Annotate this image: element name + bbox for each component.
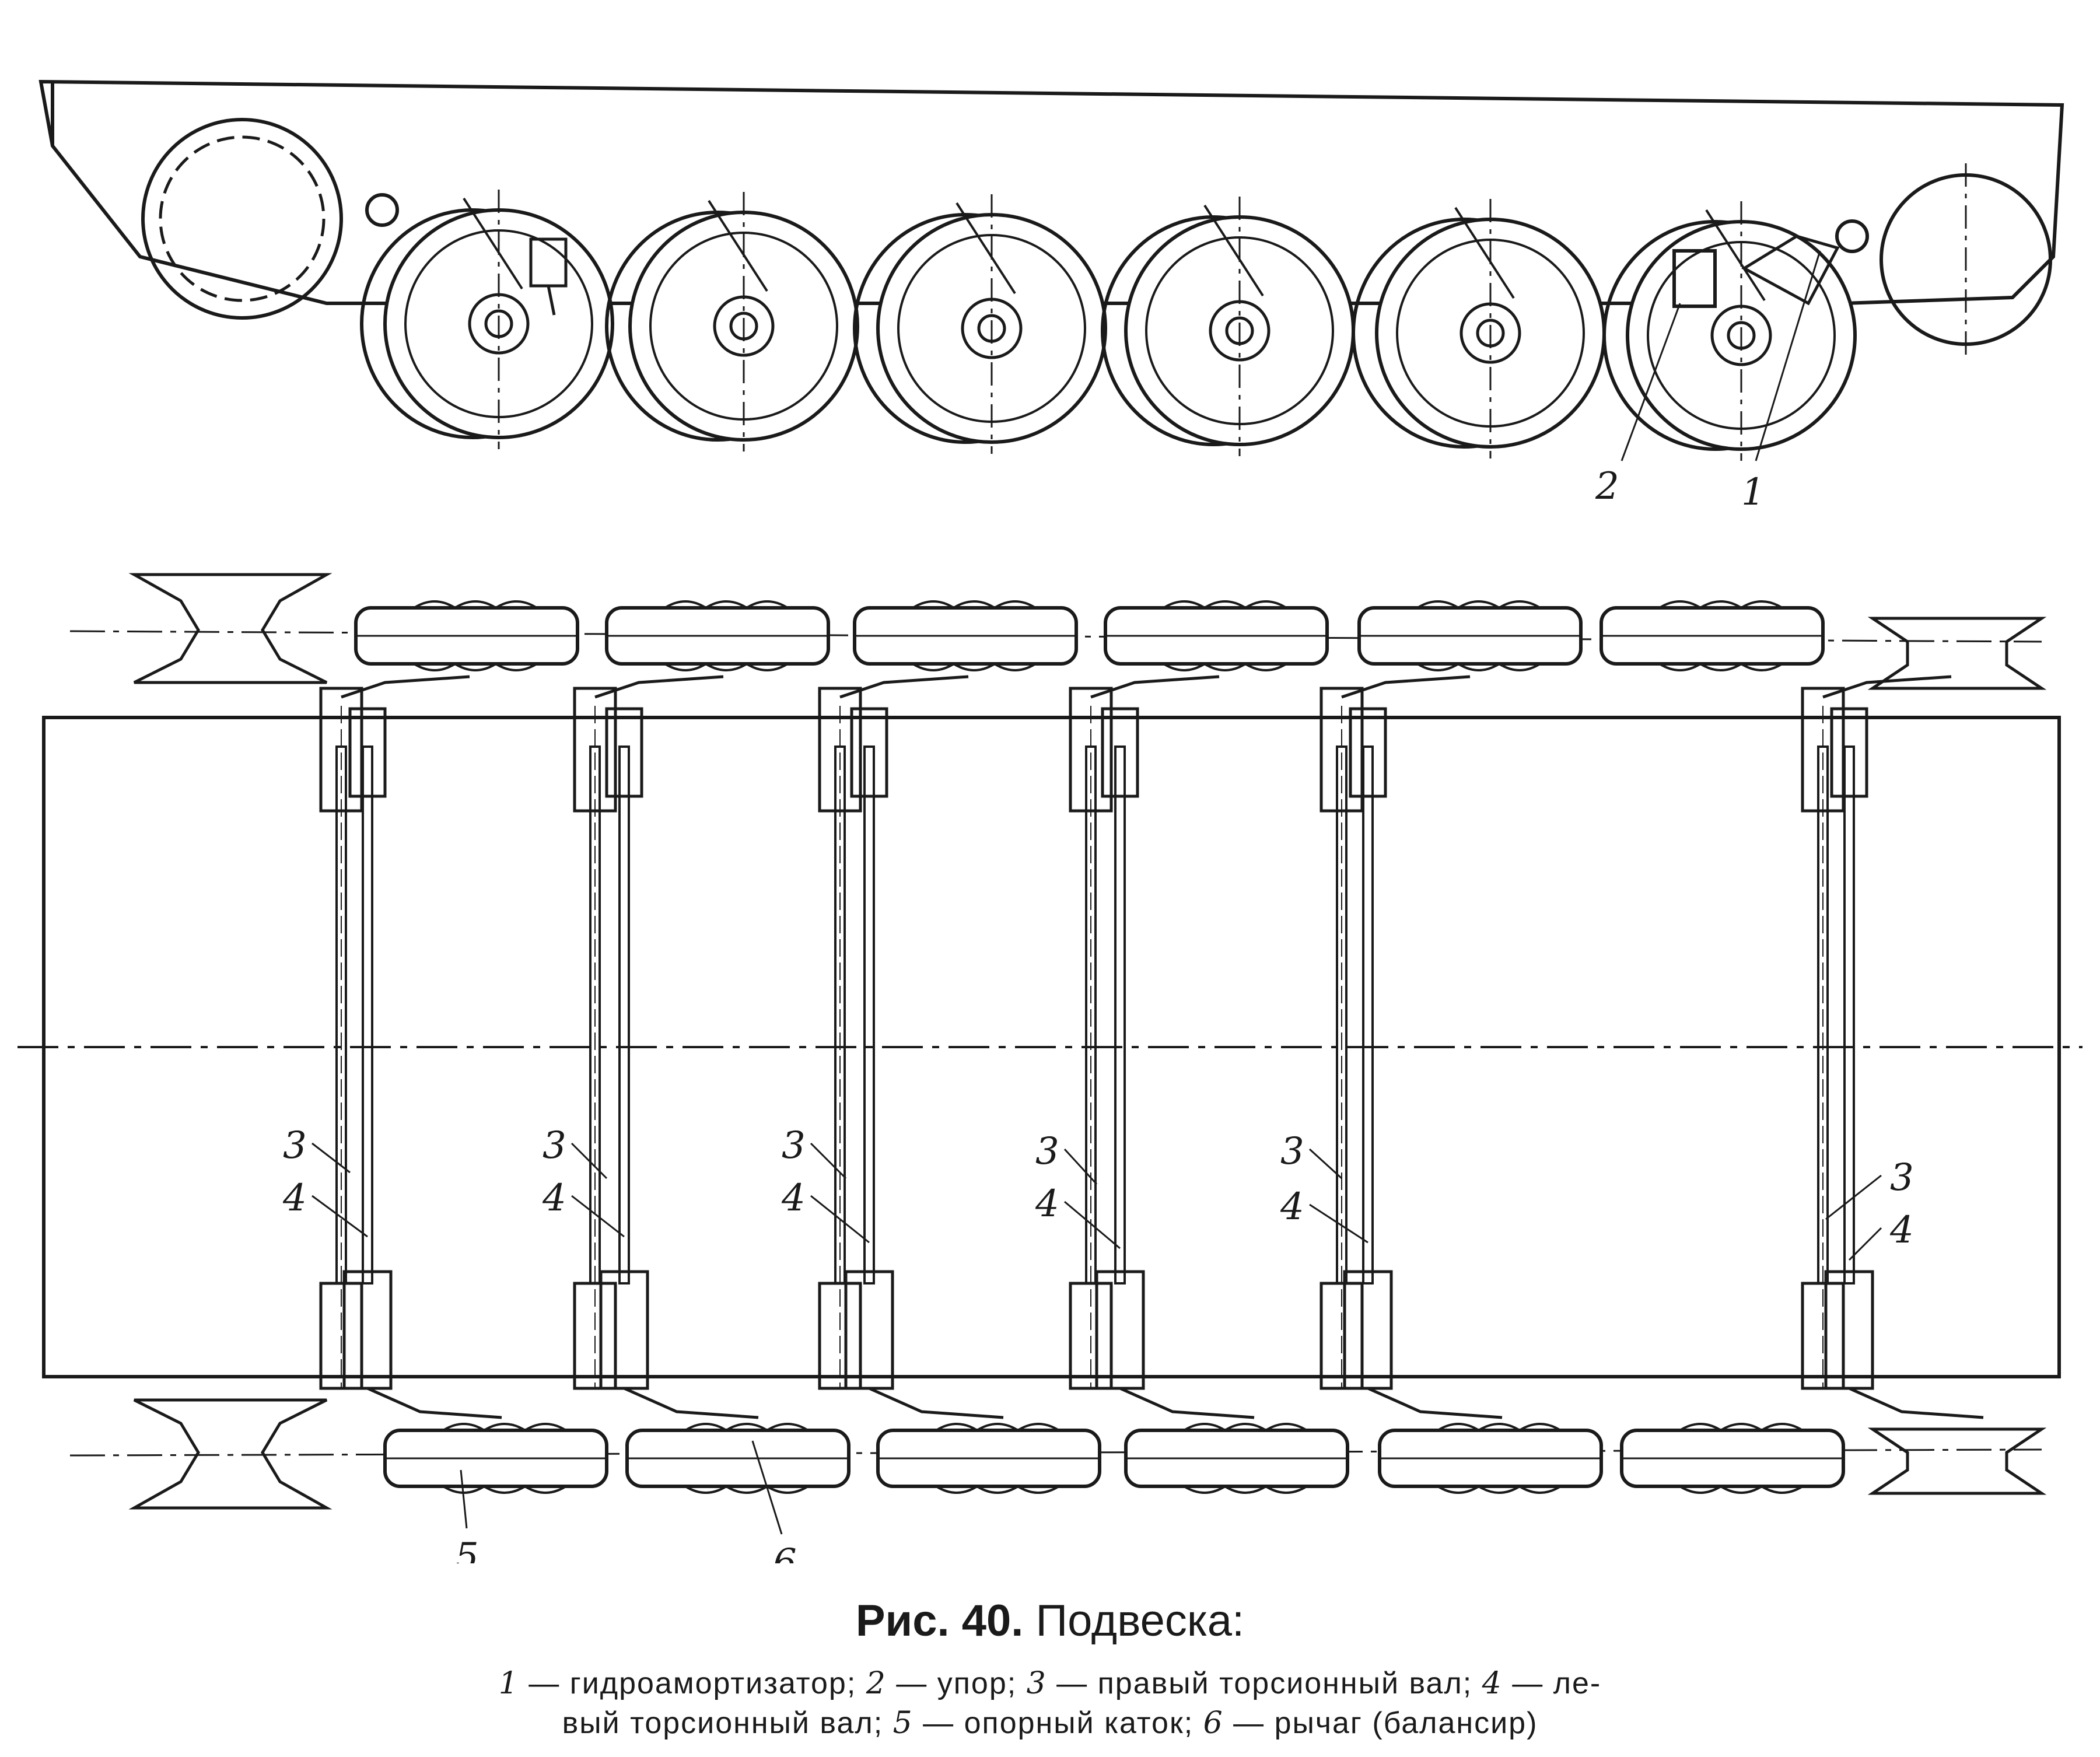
- lower-road-wheel: [1378, 1423, 1603, 1494]
- figure-number: Рис. 40.: [855, 1596, 1024, 1646]
- upper-road-wheel: [1357, 600, 1583, 671]
- legend-text: — гидроамортизатор;: [519, 1667, 866, 1700]
- figure-title: Рис. 40. Подвеска:: [0, 1595, 2100, 1646]
- callout-1: 1: [1741, 471, 1765, 514]
- callout-3-b: 3: [542, 1124, 566, 1167]
- callout-leader: [1825, 1174, 1882, 1220]
- upper-road-wheel: [1600, 600, 1825, 671]
- legend-text: — ле-: [1502, 1667, 1602, 1700]
- callout-leader: [1308, 1148, 1343, 1180]
- side-road-wheel: [605, 192, 859, 452]
- callout-leader: [810, 1195, 870, 1244]
- bump-stop: [529, 237, 568, 316]
- callout-leader: [1064, 1200, 1121, 1250]
- legend-num: 4: [1482, 1666, 1503, 1701]
- upper-road-wheel: [605, 600, 830, 671]
- callout-4-d: 4: [1035, 1182, 1059, 1226]
- callout-3-c: 3: [782, 1124, 806, 1167]
- side-road-wheel: [1352, 199, 1606, 459]
- drive-sprocket: [141, 118, 343, 320]
- legend-text: — упор;: [886, 1667, 1027, 1700]
- legend-num: 1: [498, 1666, 519, 1701]
- legend-line-2: вый торсионный вал; 5 — опорный каток; 6…: [0, 1703, 2100, 1743]
- callout-leader: [460, 1469, 468, 1529]
- callout-2: 2: [1595, 465, 1619, 508]
- callout-3-d: 3: [1035, 1130, 1059, 1173]
- callout-4-e: 4: [1280, 1185, 1304, 1228]
- callout-6: 6: [773, 1541, 797, 1563]
- legend-num: 6: [1203, 1706, 1224, 1741]
- callout-leader: [570, 1142, 608, 1180]
- leader-2: [1620, 303, 1681, 461]
- callout-leader: [1848, 1227, 1882, 1261]
- plan-callouts: 3 4 3 4 3 4 3 4 3 4 3 4 5 6: [282, 1124, 1914, 1563]
- callout-leader: [1063, 1148, 1098, 1185]
- callout-4-c: 4: [781, 1177, 806, 1220]
- suspension-drawing: 2 1 3 4 3 4 3 4 3 4 3 4 3 4 5: [18, 79, 2082, 1563]
- legend-text: вый торсионный вал;: [562, 1706, 893, 1740]
- lower-road-wheel: [1124, 1423, 1349, 1494]
- figure-title-text: Подвеска:: [1035, 1596, 1245, 1646]
- legend-text: — правый торсионный вал;: [1046, 1667, 1482, 1700]
- legend-line-1: 1 — гидроамортизатор; 2 — упор; 3 — прав…: [0, 1664, 2100, 1703]
- callout-leader: [312, 1195, 368, 1238]
- torsion-bar-pair: [573, 675, 759, 1419]
- callout-leader: [571, 1195, 625, 1238]
- torsion-bars: [312, 675, 1984, 1535]
- leader-1: [1755, 250, 1821, 461]
- callout-4-a: 4: [282, 1177, 307, 1220]
- callout-leader: [1309, 1203, 1368, 1244]
- plan-view: 3 4 3 4 3 4 3 4 3 4 3 4 5 6: [18, 573, 2082, 1563]
- upper-road-wheels: [354, 600, 1825, 671]
- callout-3-a: 3: [283, 1124, 307, 1167]
- lower-road-wheel: [876, 1423, 1101, 1494]
- side-road-wheel: [853, 194, 1107, 454]
- legend-num: 3: [1026, 1666, 1047, 1701]
- figure-legend: 1 — гидроамортизатор; 2 — упор; 3 — прав…: [0, 1664, 2100, 1743]
- legend-num: 2: [866, 1666, 887, 1701]
- side-view: 2 1: [38, 79, 2064, 514]
- upper-road-wheel: [354, 600, 579, 671]
- callout-4-b: 4: [542, 1177, 566, 1220]
- callout-leader: [810, 1142, 847, 1180]
- side-road-wheel: [1602, 201, 1857, 461]
- lower-road-wheel: [1620, 1423, 1845, 1494]
- shock-absorber: [1672, 235, 1840, 308]
- lower-road-wheels: [383, 1423, 1845, 1494]
- lower-road-wheel: [383, 1423, 608, 1494]
- callout-leader: [312, 1142, 351, 1174]
- legend-num: 5: [892, 1706, 914, 1741]
- sprockets-plan: [128, 573, 2047, 1510]
- upper-road-wheel: [1104, 600, 1329, 671]
- side-road-wheel: [1101, 197, 1355, 456]
- upper-road-wheel: [853, 600, 1078, 671]
- torsion-bar-pair: [1320, 675, 1503, 1419]
- callout-3-e: 3: [1280, 1130, 1304, 1173]
- side-road-wheels: [360, 190, 1857, 461]
- legend-text: — опорный каток;: [913, 1706, 1203, 1740]
- torsion-bar-pair: [818, 675, 1004, 1419]
- callout-4-f: 4: [1889, 1209, 1914, 1252]
- callout-3-f: 3: [1890, 1156, 1914, 1199]
- side-road-wheel: [360, 190, 614, 449]
- callout-5: 5: [455, 1535, 479, 1563]
- torsion-bar-pair: [319, 675, 502, 1419]
- torsion-bar-pair: [1801, 675, 1984, 1419]
- torsion-bar-pair: [1069, 675, 1255, 1419]
- callout-leader: [751, 1440, 783, 1535]
- lower-road-wheel: [625, 1423, 850, 1494]
- legend-text: — рычаг (балансир): [1223, 1706, 1538, 1740]
